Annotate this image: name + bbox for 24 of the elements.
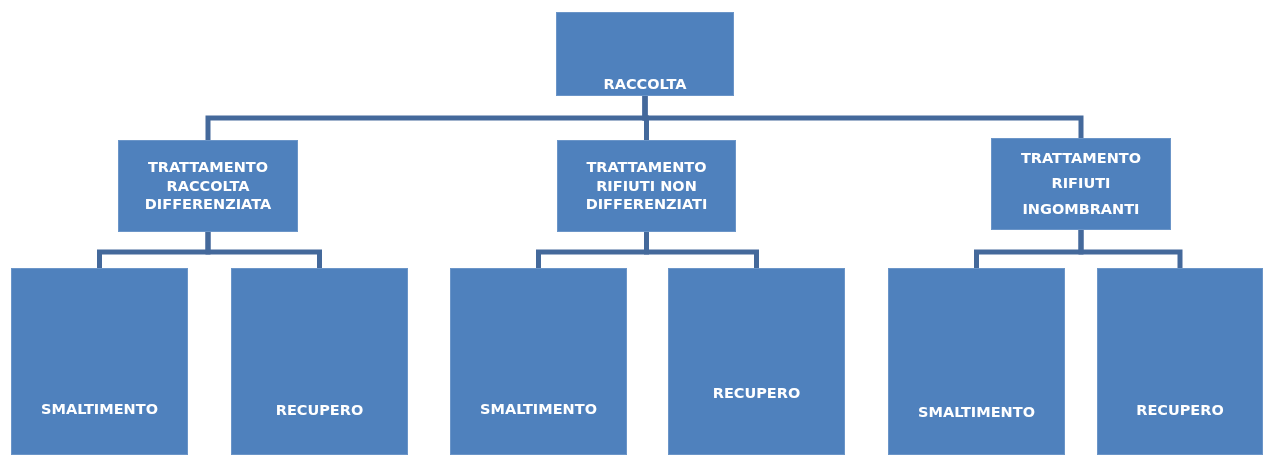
box-label: RACCOLTA — [602, 75, 688, 93]
connector-line — [642, 96, 1084, 138]
process-box — [1097, 268, 1263, 455]
box-label: RECUPERO — [1135, 401, 1225, 419]
process-box — [231, 268, 408, 455]
box-label: TRATTAMENTO RIFIUTI INGOMBRANTI — [1019, 148, 1143, 219]
process-box — [557, 140, 736, 232]
process-box — [991, 138, 1171, 230]
process-box — [556, 12, 734, 96]
process-box — [888, 268, 1065, 455]
box-label: TRATTAMENTO RIFIUTI NON DIFFERENZIATI — [584, 157, 709, 215]
box-label: SMALTIMENTO — [40, 400, 159, 418]
process-box — [118, 140, 298, 232]
connector-line — [1078, 230, 1183, 268]
box-label: RECUPERO — [274, 401, 365, 419]
process-box — [11, 268, 188, 455]
connector-line — [644, 232, 759, 268]
box-label: SMALTIMENTO — [917, 403, 1036, 421]
box-label: RECUPERO — [711, 384, 802, 402]
process-box — [450, 268, 627, 455]
connector-line — [205, 232, 322, 268]
box-label: SMALTIMENTO — [479, 400, 598, 418]
box-label: TRATTAMENTO RACCOLTA DIFFERENZIATA — [143, 157, 273, 215]
process-box — [668, 268, 845, 455]
